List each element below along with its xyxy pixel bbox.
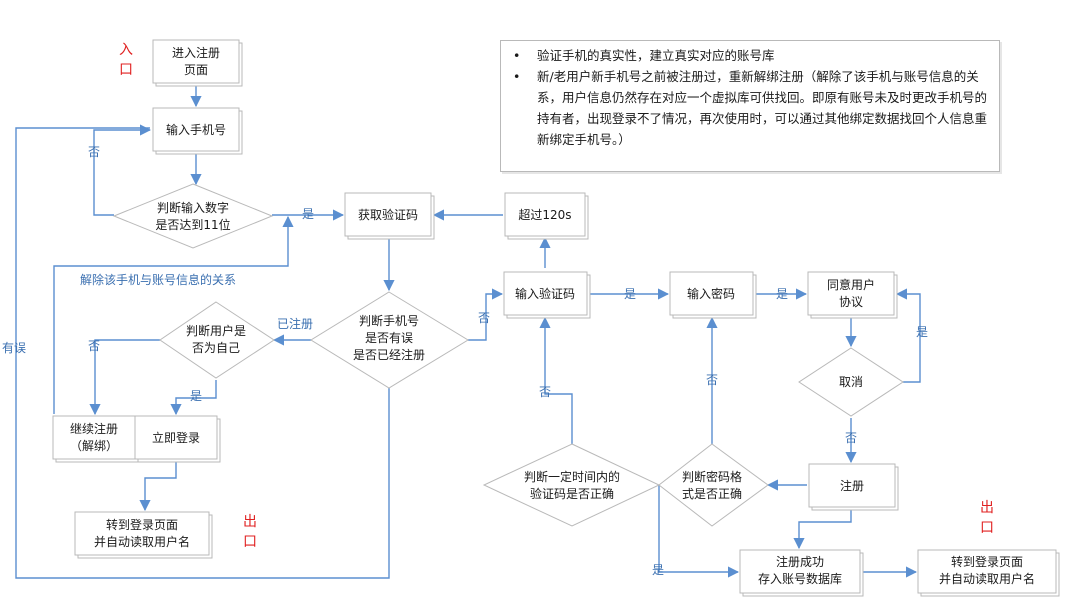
decision-judge-self: 判断用户是 否为自己 (159, 301, 275, 379)
edge-error-loop (15, 127, 390, 579)
label-no: 否 (845, 431, 857, 445)
node-text: 协议 (839, 294, 863, 309)
note-item: • 验证手机的真实性，建立真实对应的账号库 (507, 45, 991, 66)
edge-cancel-yes (895, 288, 921, 383)
edge-judgephone-no (468, 288, 504, 341)
node-register: 注册 (808, 463, 899, 511)
node-text: 注册成功 (776, 554, 824, 569)
decision-judge-11: 判断输入数字 是否达到11位 (112, 183, 274, 249)
node-text: 并自动读取用户名 (94, 534, 190, 549)
edge-judgecode-yes (658, 485, 740, 578)
label-yes: 是 (190, 389, 202, 403)
label-has-error: 有误 (2, 341, 26, 355)
node-goto-login-right: 转到登录页面 并自动读取用户名 (917, 549, 1060, 597)
node-text: 输入密码 (687, 286, 735, 301)
node-over-120: 超过120s (504, 192, 589, 240)
node-reg-success: 注册成功 存入账号数据库 (739, 549, 864, 597)
label-no: 否 (478, 311, 490, 325)
node-text: 同意用户 (827, 277, 875, 292)
bullet-icon: • (513, 48, 521, 63)
node-text: 转到登录页面 (106, 517, 178, 532)
node-text: 是否达到11位 (155, 217, 230, 232)
decision-cancel: 取消 (798, 347, 904, 417)
node-input-pwd: 输入密码 (669, 271, 757, 319)
edge-judgecode-no (539, 316, 573, 444)
node-text: 是否已经注册 (353, 347, 425, 362)
node-text: 转到登录页面 (951, 554, 1023, 569)
entry-marker: 入口 (119, 42, 133, 78)
note-item: • 新/老用户新手机号之前被注册过，重新解绑注册（解除了该手机与账号信息的关系，用… (507, 66, 991, 150)
label-unbind: 解除该手机与账号信息的关系 (80, 272, 236, 287)
node-input-code: 输入验证码 (503, 271, 591, 319)
node-text: 页面 (184, 63, 208, 77)
node-continue-reg: 继续注册 （解绑） (52, 415, 139, 463)
bullet-icon: • (513, 69, 521, 84)
label-yes: 是 (624, 287, 636, 301)
node-text: 并自动读取用户名 (939, 571, 1035, 586)
edge-judge11-no (93, 124, 152, 216)
edge-login-to-goto (139, 460, 177, 512)
label-yes: 是 (776, 287, 788, 301)
node-text: （解绑） (70, 439, 118, 453)
decision-judge-code-time: 判断一定时间内的 验证码是否正确 (482, 443, 661, 527)
node-text: 立即登录 (152, 430, 200, 445)
label-no: 否 (88, 339, 100, 353)
edge-self-no (89, 339, 160, 416)
node-text: 式是否正确 (682, 487, 742, 501)
label-no: 否 (88, 145, 100, 159)
node-text: 获取验证码 (358, 207, 418, 222)
node-text: 判断手机号 (359, 313, 419, 328)
exit-marker-left: 出口 (243, 514, 257, 550)
connectors (15, 84, 921, 579)
node-agree: 同意用户 协议 (807, 271, 898, 319)
node-text: 继续注册 (70, 421, 118, 436)
label-no: 否 (706, 373, 718, 387)
node-text: 是否有误 (365, 331, 413, 345)
label-registered: 已注册 (277, 316, 313, 331)
node-text: 超过120s (518, 207, 571, 222)
label-yes: 是 (652, 563, 664, 577)
edge-self-yes (170, 380, 217, 416)
note-text: 验证手机的真实性，建立真实对应的账号库 (537, 48, 775, 63)
notes-box: • 验证手机的真实性，建立真实对应的账号库 • 新/老用户新手机号之前被注册过，重新… (500, 40, 1000, 172)
label-no: 否 (539, 385, 551, 399)
node-login-now: 立即登录 (134, 415, 221, 463)
node-text: 取消 (839, 375, 863, 389)
node-enter-register: 进入注册 页面 (152, 39, 243, 87)
node-input-phone: 输入手机号 (152, 107, 243, 155)
node-text: 输入手机号 (166, 122, 226, 137)
node-text: 输入验证码 (515, 286, 575, 301)
node-text: 判断用户是 (186, 323, 246, 338)
node-text: 进入注册 (172, 45, 220, 60)
node-text: 判断密码格 (682, 469, 742, 484)
exit-marker-right: 出口 (980, 500, 994, 536)
decision-judge-pwd: 判断密码格 式是否正确 (658, 443, 769, 527)
node-text: 验证码是否正确 (530, 486, 614, 501)
edge-register-to-success (793, 507, 852, 550)
label-yes: 是 (302, 207, 314, 221)
decision-judge-phone: 判断手机号 是否有误 是否已经注册 (310, 291, 469, 389)
node-text: 存入账号数据库 (758, 571, 842, 586)
label-yes: 是 (916, 325, 928, 339)
node-text: 判断一定时间内的 (524, 469, 620, 484)
node-text: 注册 (840, 478, 864, 493)
edge-unbind-loop (53, 215, 294, 414)
node-text: 判断输入数字 (157, 200, 229, 215)
node-get-code: 获取验证码 (344, 192, 435, 240)
node-text: 否为自己 (192, 341, 240, 355)
note-text: 新/老用户新手机号之前被注册过，重新解绑注册（解除了该手机与账号信息的关系，用户… (537, 69, 988, 147)
node-goto-login-left: 转到登录页面 并自动读取用户名 (74, 511, 213, 559)
